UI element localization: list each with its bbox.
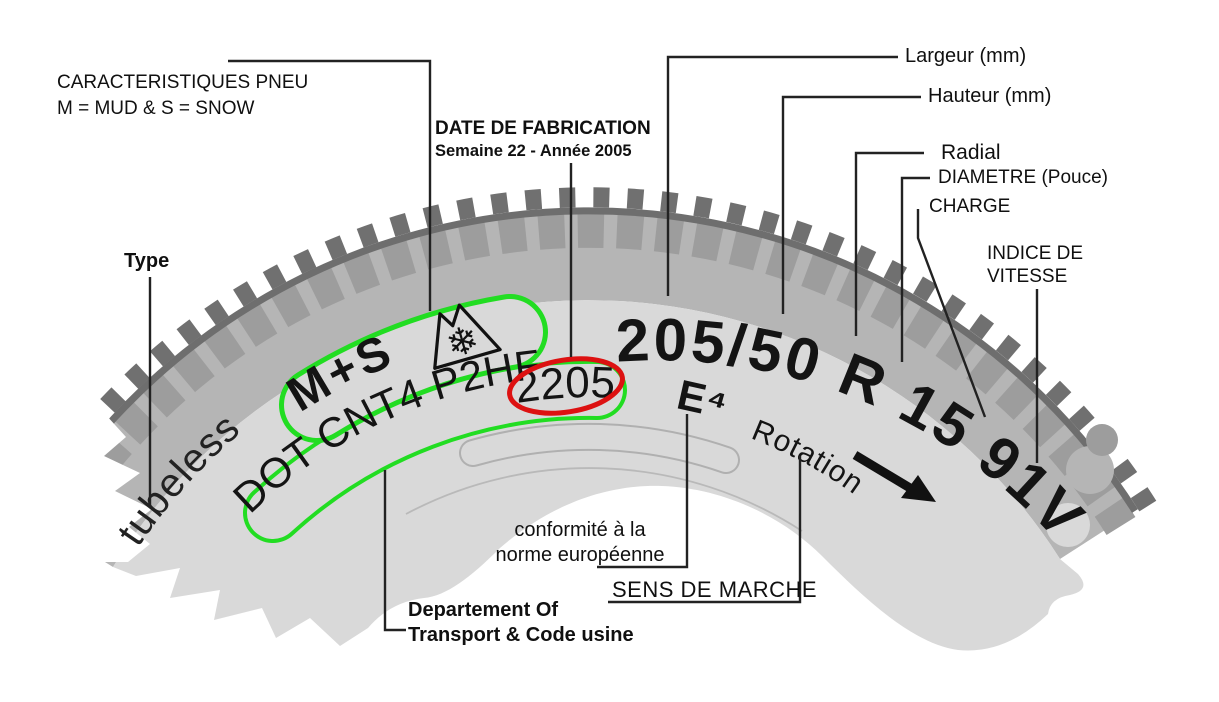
hauteur-label: Hauteur (mm)	[928, 85, 1052, 107]
leader-radial	[854, 151, 924, 336]
leader-departement	[383, 470, 406, 632]
indice-line1: INDICE DE	[987, 243, 1084, 264]
leader-largeur	[666, 55, 898, 296]
departement-line1: Departement Of	[408, 599, 559, 621]
diametre-label: DIAMETRE (Pouce)	[938, 167, 1108, 188]
sens-de-marche-label: SENS DE MARCHE	[612, 577, 818, 602]
caracteristiques-line2: M = MUD & S = SNOW	[57, 98, 255, 119]
largeur-label: Largeur (mm)	[905, 45, 1027, 67]
date-subtitle: Semaine 22 - Année 2005	[435, 142, 632, 160]
leader-conformite	[597, 414, 689, 569]
tire-right-bump-1	[1066, 446, 1114, 494]
tread-blocks-inner	[42, 213, 1136, 536]
dot-highlight-box-hollow	[247, 363, 623, 539]
tread-edge-line	[34, 207, 1138, 522]
tire-torn-left-edge	[14, 404, 152, 562]
conformite-label: conformité à la norme européenne	[475, 518, 685, 568]
charge-label: CHARGE	[929, 196, 1011, 217]
caracteristiques-line1: CARACTERISTIQUES PNEU	[57, 72, 309, 93]
departement-line2: Transport & Code usine	[408, 624, 634, 646]
leader-diametre	[900, 176, 930, 362]
conformite-line2: norme européenne	[495, 544, 665, 566]
tread-blocks-outer	[20, 187, 1158, 514]
tire-right-bump-3	[1046, 503, 1090, 547]
conformite-line1: conformité à la	[514, 519, 646, 541]
leader-caracteristiques	[228, 59, 432, 311]
sidewall-vent-rib-inner	[461, 424, 738, 472]
date-code-red-circle	[507, 356, 625, 416]
date-fabrication-label: DATE DE FABRICATION Semaine 22 - Année 2…	[435, 118, 651, 161]
departement-label: Departement Of Transport & Code usine	[408, 598, 634, 648]
rotation-arrow-icon	[852, 451, 936, 502]
snowflake-mountain-icon: ❄	[433, 303, 502, 370]
tire-right-bump-2	[1086, 424, 1118, 456]
type-label: Type	[124, 250, 170, 272]
caracteristiques-label: CARACTERISTIQUES PNEU M = MUD & S = SNOW	[57, 70, 308, 122]
leader-hauteur	[781, 95, 921, 314]
indice-vitesse-label: INDICE DE VITESSE	[987, 242, 1083, 288]
indice-line2: VITESSE	[987, 266, 1068, 287]
date-title: DATE DE FABRICATION	[435, 118, 651, 139]
radial-label: Radial	[941, 141, 1001, 164]
sidewall-detail-arc	[405, 467, 803, 532]
leader-charge	[916, 209, 987, 418]
leader-sens	[608, 456, 802, 604]
